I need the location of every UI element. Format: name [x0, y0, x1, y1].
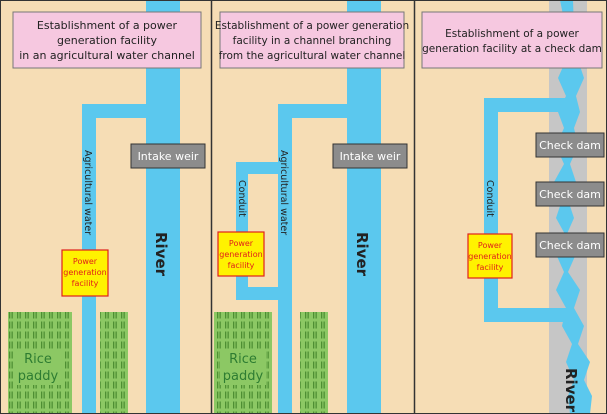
river-label-3: River — [562, 368, 580, 413]
power-facility-2-line-2: generation — [219, 250, 263, 259]
rice-paddy-label-2-line-2: paddy — [223, 369, 264, 384]
title-box-3 — [421, 11, 603, 69]
conduit-label-2: Conduit — [236, 180, 247, 217]
agricultural-channel-2 — [278, 104, 347, 414]
agricultural-water-label-1: Agricultural water — [82, 150, 93, 235]
rice-paddy-label-line-2: paddy — [18, 369, 59, 384]
intake-weir-label-1: Intake weir — [138, 150, 199, 163]
river-2 — [347, 0, 381, 414]
conduit-label-3: Conduit — [484, 180, 495, 217]
river-label-1: River — [152, 232, 170, 277]
power-facility-2 — [217, 231, 265, 277]
title-2-line-2: facility in a channel branching — [233, 35, 392, 47]
panel-3: Establishment of a power generation faci… — [421, 0, 605, 414]
power-facility-1-line-1: Power — [73, 257, 98, 266]
rice-paddy-label-2-line-1: Rice — [229, 352, 257, 367]
power-facility-3-line-2: generation — [468, 252, 512, 261]
title-2-line-1: Establishment of a power generation — [215, 20, 409, 32]
river-label-2: River — [353, 232, 371, 277]
intake-weir-label-2: Intake weir — [340, 150, 401, 163]
panel-2: Rice paddy Establishment of a power gene… — [214, 0, 409, 414]
rice-paddy-label-line-1: Rice — [24, 352, 52, 367]
river-1 — [146, 0, 180, 414]
title-3-line-2: generation facility at a check dam — [422, 43, 602, 55]
check-dam-label-1: Check dam — [539, 139, 601, 152]
power-facility-2-line-3: facility — [228, 261, 255, 270]
check-dam-box-3 — [535, 232, 605, 258]
check-dam-label-2: Check dam — [539, 188, 601, 201]
rice-paddy-right-2 — [300, 312, 328, 414]
power-facility-1-line-3: facility — [72, 279, 99, 288]
title-1-line-3: in an agricultural water channel — [19, 49, 195, 62]
check-dam-box-1 — [535, 132, 605, 158]
power-facility-3-line-3: facility — [477, 263, 504, 272]
title-1-line-2: generation facility — [57, 34, 157, 47]
power-facility-3 — [467, 233, 513, 279]
title-3-line-1: Establishment of a power — [445, 28, 579, 40]
power-facility-2-line-1: Power — [229, 239, 254, 248]
title-1-line-1: Establishment of a power — [37, 19, 178, 32]
power-facility-1 — [61, 249, 109, 297]
power-facility-3-line-1: Power — [478, 241, 503, 250]
intake-weir-box-1 — [130, 143, 206, 169]
check-dam-label-3: Check dam — [539, 239, 601, 252]
title-box-1 — [12, 11, 202, 69]
power-facility-1-line-2: generation — [63, 268, 107, 277]
title-2-line-3: from the agricultural water channel — [219, 50, 406, 62]
conduit-3 — [484, 98, 566, 322]
agricultural-water-label-2: Agricultural water — [278, 150, 289, 235]
intake-weir-box-2 — [332, 143, 408, 169]
check-dam-box-2 — [535, 181, 605, 207]
rice-paddy-right-1 — [100, 312, 128, 414]
title-box-2 — [219, 11, 405, 69]
panel-1: Rice paddy Establishment of a power gene… — [8, 0, 206, 414]
